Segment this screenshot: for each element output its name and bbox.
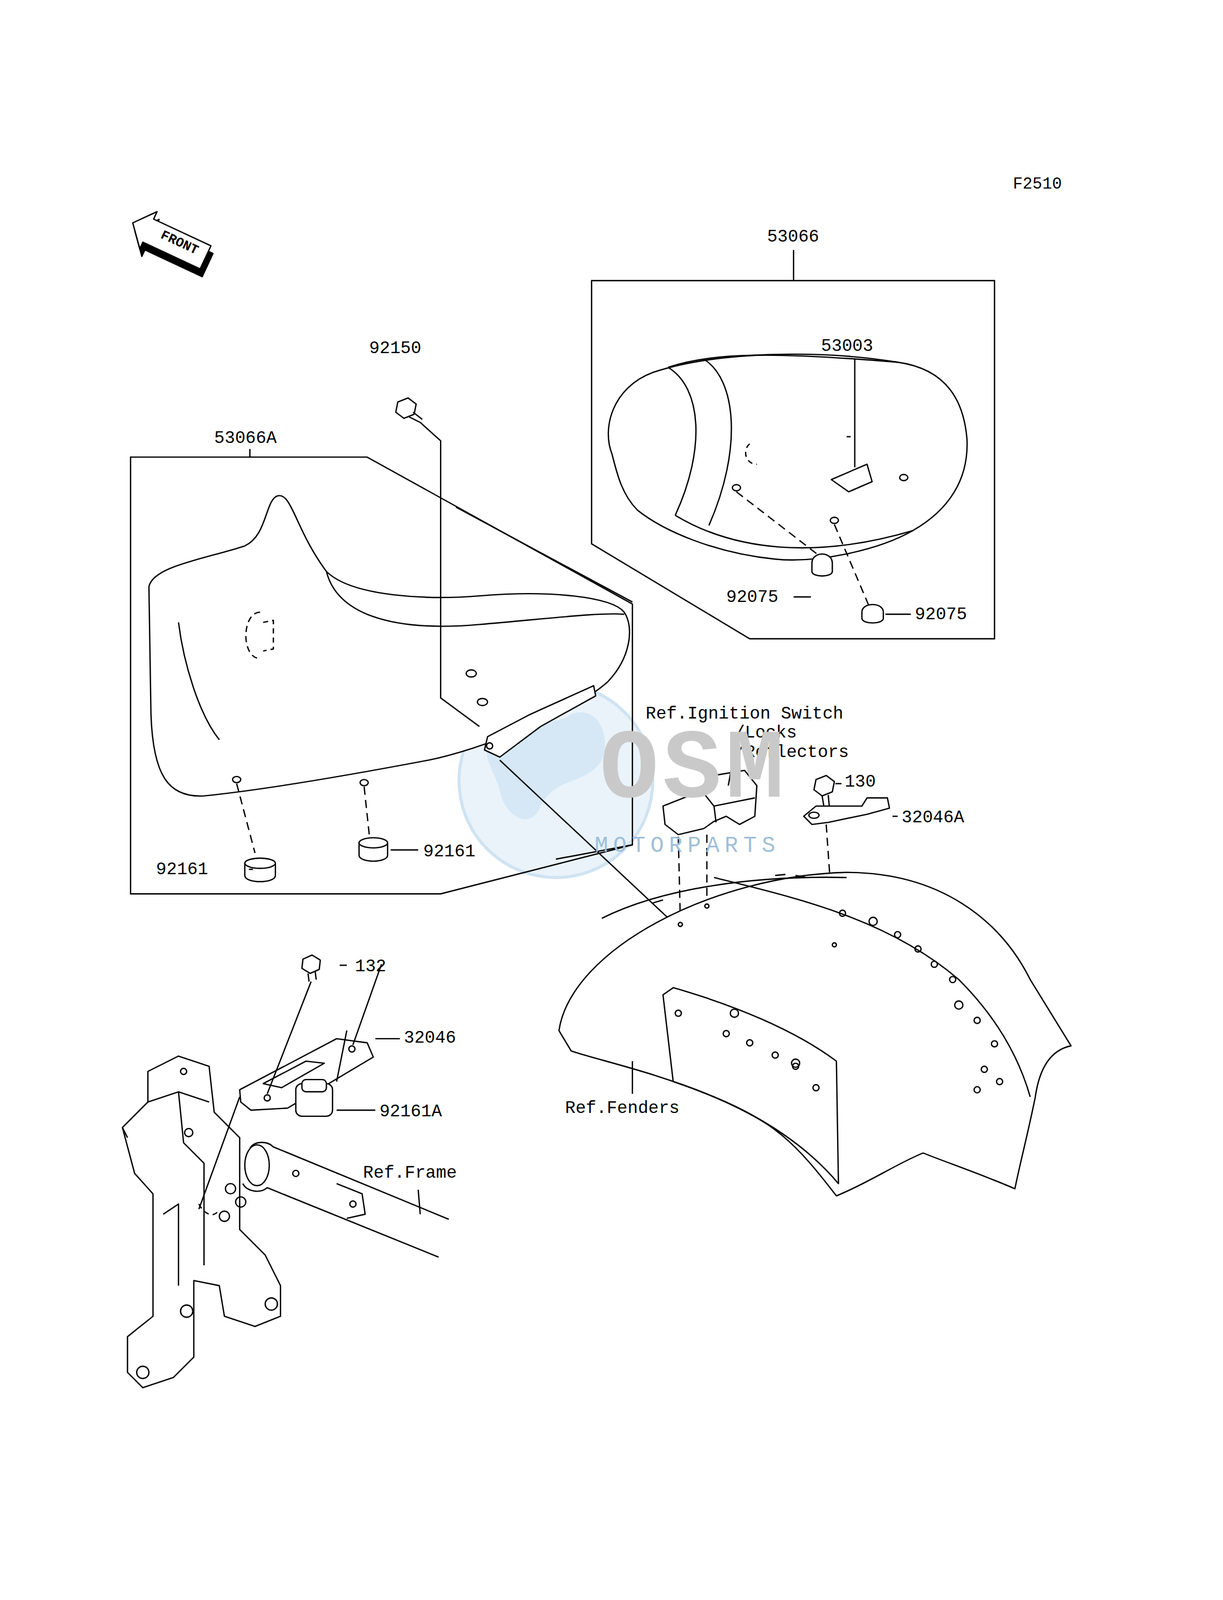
callout-number: 53066 bbox=[766, 227, 819, 248]
callout-number: 92161A bbox=[379, 1101, 442, 1121]
group-box: 53066 bbox=[591, 219, 995, 639]
callout-number: 92150 bbox=[369, 338, 422, 359]
watermark: OSM bbox=[599, 719, 789, 823]
callout-number: 92161 bbox=[423, 841, 476, 862]
rubber-cushion bbox=[295, 1079, 333, 1116]
stay-bracket bbox=[803, 797, 890, 825]
direction-label: FRONT bbox=[158, 227, 201, 259]
callout-number: 92075 bbox=[915, 605, 968, 625]
rider-seat bbox=[148, 495, 630, 796]
bolt bbox=[301, 954, 321, 982]
callout-number: 132 bbox=[354, 956, 386, 977]
reference-note: Ref.Frame bbox=[363, 1162, 457, 1183]
group-outline bbox=[591, 219, 995, 639]
group-outline bbox=[130, 418, 633, 894]
figure-code: F2510 bbox=[1012, 175, 1062, 195]
callout-number: 53003 bbox=[820, 336, 873, 357]
callout-number: 92161 bbox=[156, 859, 209, 880]
bolt bbox=[814, 775, 835, 809]
reference-note: Ref.Fenders bbox=[564, 1098, 680, 1119]
bolt bbox=[395, 397, 423, 423]
passenger-seat bbox=[608, 354, 968, 560]
callout-number: 32046 bbox=[403, 1028, 456, 1048]
callout-number: 53066A bbox=[214, 428, 277, 448]
callout-number: 92075 bbox=[726, 587, 778, 608]
seat-grommet bbox=[811, 553, 884, 623]
front-arrow bbox=[121, 204, 220, 283]
group-box: 53066A bbox=[130, 418, 633, 894]
rear-fender bbox=[558, 872, 1071, 1196]
callout-number: 32046A bbox=[901, 808, 965, 828]
callout-number: 130 bbox=[844, 772, 876, 792]
seat-grommet bbox=[244, 837, 388, 882]
watermark: MOTORPARTS bbox=[594, 834, 781, 859]
